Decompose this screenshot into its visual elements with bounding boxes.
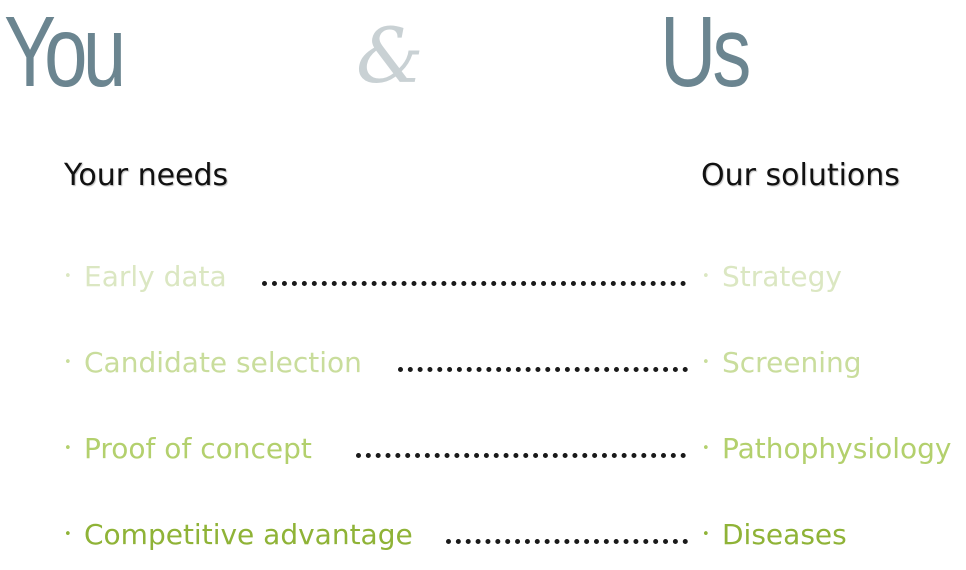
heading-your-needs: Your needs <box>64 158 229 193</box>
dotted-leader <box>446 539 688 544</box>
bullet-icon: • <box>64 269 72 284</box>
need-item: Proof of concept <box>84 432 312 465</box>
bullet-icon: • <box>64 355 72 370</box>
need-solution-row: • Early data • Strategy <box>0 257 966 297</box>
need-solution-row: • Candidate selection • Screening <box>0 343 966 383</box>
dotted-leader <box>262 281 686 286</box>
need-item: Early data <box>84 260 227 293</box>
hero-you: You <box>4 0 126 108</box>
hero-us: Us <box>660 0 751 108</box>
need-solution-row: • Proof of concept • Pathophysiology <box>0 429 966 469</box>
bullet-icon: • <box>702 355 710 370</box>
solution-item: Screening <box>722 346 862 379</box>
bullet-icon: • <box>702 527 710 542</box>
bullet-icon: • <box>702 441 710 456</box>
need-solution-row: • Competitive advantage • Diseases <box>0 515 966 555</box>
dotted-leader <box>356 453 686 458</box>
dotted-leader <box>398 367 688 372</box>
hero-ampersand: & <box>356 11 424 100</box>
heading-our-solutions: Our solutions <box>701 158 900 193</box>
bullet-icon: • <box>64 527 72 542</box>
need-item: Competitive advantage <box>84 518 413 551</box>
need-item: Candidate selection <box>84 346 362 379</box>
solution-item: Pathophysiology <box>722 432 952 465</box>
bullet-icon: • <box>702 269 710 284</box>
bullet-icon: • <box>64 441 72 456</box>
solution-item: Diseases <box>722 518 847 551</box>
solution-item: Strategy <box>722 260 842 293</box>
